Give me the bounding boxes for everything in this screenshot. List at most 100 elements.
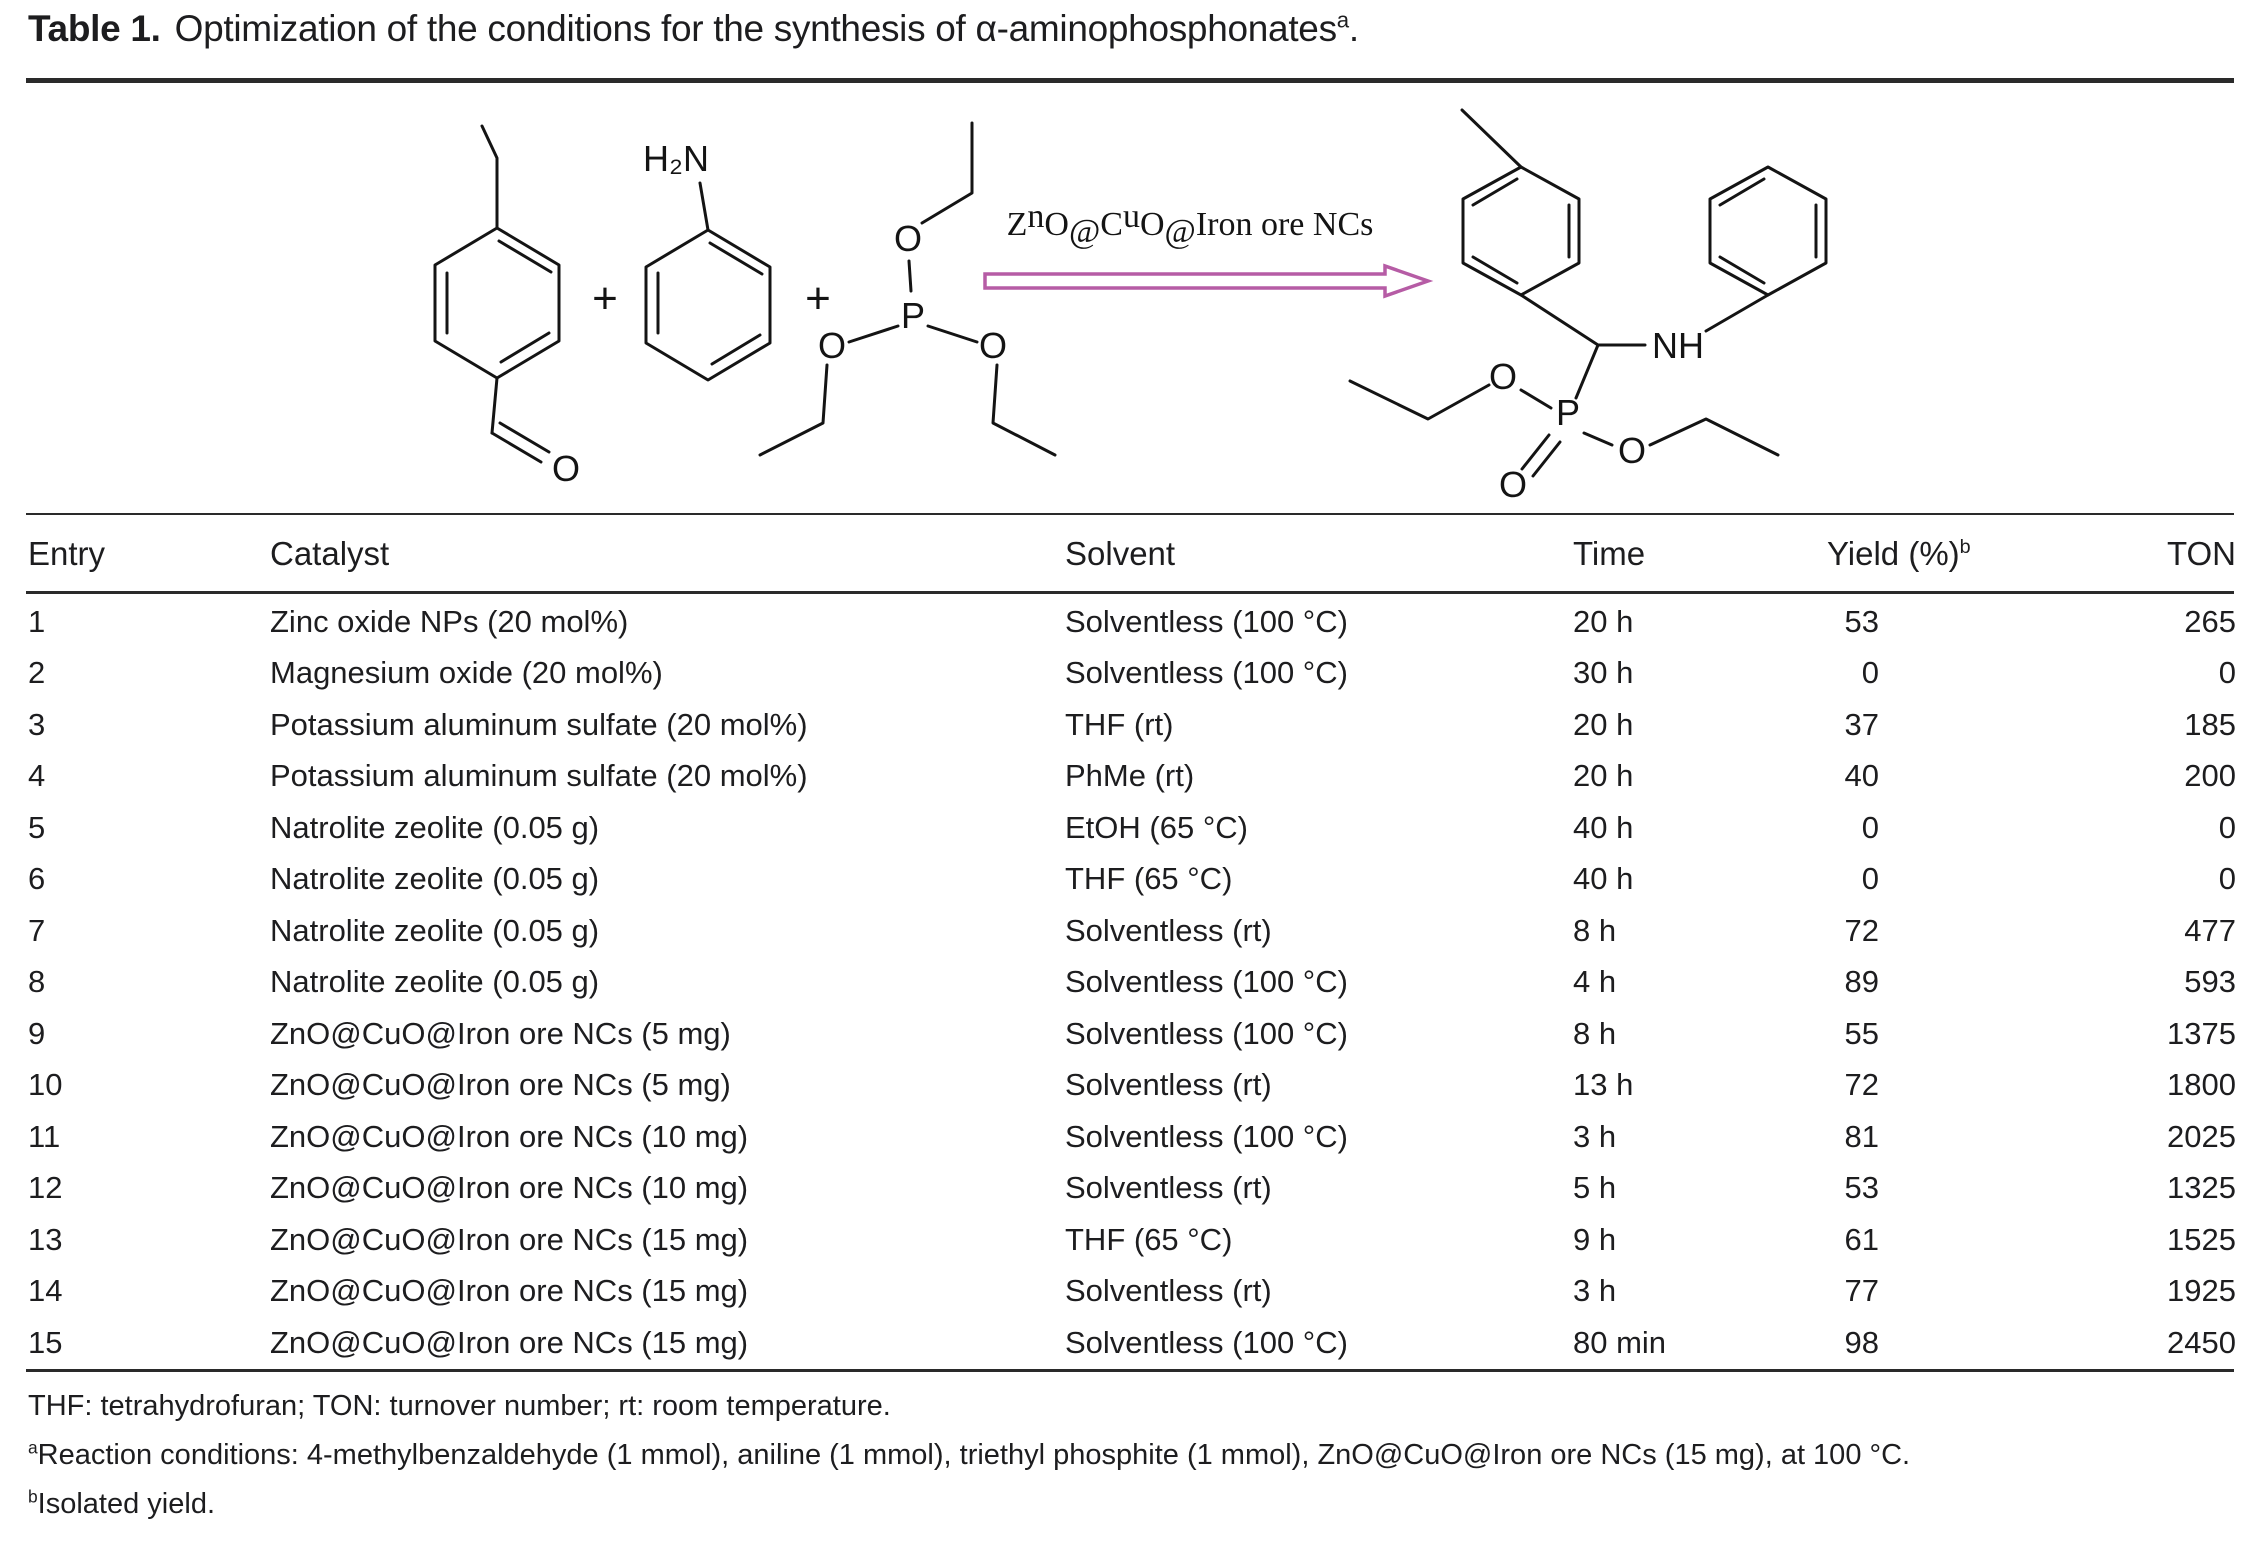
cell-catalyst: ZnO@CuO@Iron ore NCs (5 mg) xyxy=(270,1015,731,1051)
cell-solvent: Solventless (100 °C) xyxy=(1065,1324,1348,1360)
footnote-a-text: Reaction conditions: 4-methylbenzaldehyd… xyxy=(37,1439,1911,1471)
table-row: 12 ZnO@CuO@Iron ore NCs (10 mg) Solventl… xyxy=(28,1163,2236,1215)
product-p-double-o-label: O xyxy=(1499,464,1527,505)
cell-entry: 12 xyxy=(28,1170,63,1206)
cell-ton: 477 xyxy=(2184,912,2236,948)
cell-solvent: Solventless (100 °C) xyxy=(1065,1118,1348,1154)
catalyst-part: @ xyxy=(1165,213,1196,250)
cell-yield: 72 xyxy=(1827,913,2029,949)
cell-entry: 11 xyxy=(28,1118,61,1154)
cell-yield: 37 xyxy=(1827,707,2029,743)
footnote-b: bIsolated yield. xyxy=(28,1480,1910,1529)
cell-catalyst: ZnO@CuO@Iron ore NCs (5 mg) xyxy=(270,1067,731,1103)
table-caption-period: . xyxy=(1348,8,1359,49)
cell-entry: 13 xyxy=(28,1221,63,1257)
cell-yield: 0 xyxy=(1827,861,2029,897)
cell-entry: 6 xyxy=(28,861,46,897)
cell-entry: 9 xyxy=(28,1015,46,1051)
header-yield: Yield (%)b xyxy=(1827,535,2029,573)
header-ton: TON xyxy=(2166,534,2236,572)
header-catalyst: Catalyst xyxy=(270,534,390,572)
table-row: 2 Magnesium oxide (20 mol%) Solventless … xyxy=(28,648,2236,700)
cell-catalyst: Natrolite zeolite (0.05 g) xyxy=(270,809,600,845)
table-row: 13 ZnO@CuO@Iron ore NCs (15 mg) THF (65 … xyxy=(28,1214,2236,1266)
catalyst-part: Iron ore NCs xyxy=(1196,206,1374,243)
yield-value: 77 xyxy=(1844,1273,1879,1309)
cell-entry: 2 xyxy=(28,655,46,691)
footnote-a: aReaction conditions: 4-methylbenzaldehy… xyxy=(28,1431,1910,1480)
cell-time: 8 h xyxy=(1573,912,1617,948)
catalyst-part: n xyxy=(1027,198,1044,235)
cell-time: 13 h xyxy=(1573,1067,1634,1103)
cell-catalyst: Magnesium oxide (20 mol%) xyxy=(270,655,663,691)
table-caption: Optimization of the conditions for the s… xyxy=(174,8,1337,49)
cell-ton: 593 xyxy=(2184,964,2236,1000)
divider-below-header xyxy=(26,591,2234,594)
cell-catalyst: Natrolite zeolite (0.05 g) xyxy=(270,912,600,948)
cell-ton: 1925 xyxy=(2167,1273,2236,1309)
table-header-row: Entry Catalyst Solvent Time Yield (%)b T… xyxy=(28,516,2236,591)
cell-ton: 185 xyxy=(2184,706,2236,742)
cell-catalyst: ZnO@CuO@Iron ore NCs (15 mg) xyxy=(270,1324,749,1360)
cell-solvent: PhMe (rt) xyxy=(1065,758,1195,794)
yield-value: 40 xyxy=(1844,758,1879,794)
cell-yield: 98 xyxy=(1827,1325,2029,1361)
cell-catalyst: ZnO@CuO@Iron ore NCs (15 mg) xyxy=(270,1273,749,1309)
yield-value: 55 xyxy=(1844,1015,1879,1051)
catalyst-over-arrow-label: ZnO@CuO@Iron ore NCs xyxy=(1007,198,1374,250)
cell-ton: 200 xyxy=(2184,758,2236,794)
cell-yield: 55 xyxy=(1827,1016,2029,1052)
catalyst-part: C xyxy=(1100,206,1123,243)
yield-value: 0 xyxy=(1861,861,1879,897)
cell-catalyst: ZnO@CuO@Iron ore NCs (10 mg) xyxy=(270,1170,749,1206)
plus-sign-2: + xyxy=(805,274,831,323)
cell-solvent: EtOH (65 °C) xyxy=(1065,809,1248,845)
yield-value: 53 xyxy=(1844,603,1879,639)
table-title: Table 1. Optimization of the conditions f… xyxy=(28,8,1359,50)
divider-table-bottom xyxy=(26,1369,2234,1372)
cell-yield: 53 xyxy=(1827,1170,2029,1206)
aldehyde-oxygen-label: O xyxy=(552,448,580,489)
cell-catalyst: ZnO@CuO@Iron ore NCs (15 mg) xyxy=(270,1221,749,1257)
cell-entry: 3 xyxy=(28,706,46,742)
cell-yield: 61 xyxy=(1827,1222,2029,1258)
yield-value: 89 xyxy=(1844,964,1879,1000)
table-row: 8 Natrolite zeolite (0.05 g) Solventless… xyxy=(28,957,2236,1009)
product-right-oxygen-label: O xyxy=(1618,430,1646,471)
divider-top xyxy=(26,78,2234,83)
phosphite-top-oxygen-label: O xyxy=(894,218,922,259)
cell-entry: 15 xyxy=(28,1324,63,1360)
cell-entry: 7 xyxy=(28,912,46,948)
cell-catalyst: ZnO@CuO@Iron ore NCs (10 mg) xyxy=(270,1118,749,1154)
yield-value: 0 xyxy=(1861,809,1879,845)
table-row: 14 ZnO@CuO@Iron ore NCs (15 mg) Solventl… xyxy=(28,1266,2236,1318)
yield-value: 0 xyxy=(1861,655,1879,691)
phosphite-right-oxygen-label: O xyxy=(979,325,1007,366)
cell-time: 4 h xyxy=(1573,964,1617,1000)
cell-solvent: Solventless (100 °C) xyxy=(1065,964,1348,1000)
cell-yield: 77 xyxy=(1827,1273,2029,1309)
cell-solvent: Solventless (rt) xyxy=(1065,1067,1272,1103)
cell-solvent: THF (rt) xyxy=(1065,706,1174,742)
table-row: 11 ZnO@CuO@Iron ore NCs (10 mg) Solventl… xyxy=(28,1111,2236,1163)
product-nh-label: NH xyxy=(1652,325,1704,366)
table-number: Table 1. xyxy=(28,8,161,49)
table-row: 1 Zinc oxide NPs (20 mol%) Solventless (… xyxy=(28,596,2236,648)
cell-solvent: THF (65 °C) xyxy=(1065,1221,1233,1257)
catalyst-part: O xyxy=(1140,206,1165,243)
cell-yield: 0 xyxy=(1827,810,2029,846)
table-caption-footnote-mark: a xyxy=(1336,7,1349,33)
reactant-triethyl-phosphite: P O O O xyxy=(758,121,1057,457)
cell-solvent: Solventless (100 °C) xyxy=(1065,1015,1348,1051)
phosphite-left-oxygen-label: O xyxy=(818,325,846,366)
catalyst-part: Z xyxy=(1007,206,1028,243)
yield-value: 98 xyxy=(1844,1324,1879,1360)
cell-time: 3 h xyxy=(1573,1118,1617,1154)
cell-yield: 72 xyxy=(1827,1067,2029,1103)
cell-time: 40 h xyxy=(1573,861,1634,897)
cell-time: 20 h xyxy=(1573,603,1634,639)
cell-ton: 1800 xyxy=(2167,1067,2236,1103)
cell-ton: 0 xyxy=(2218,655,2236,691)
cell-yield: 89 xyxy=(1827,964,2029,1000)
